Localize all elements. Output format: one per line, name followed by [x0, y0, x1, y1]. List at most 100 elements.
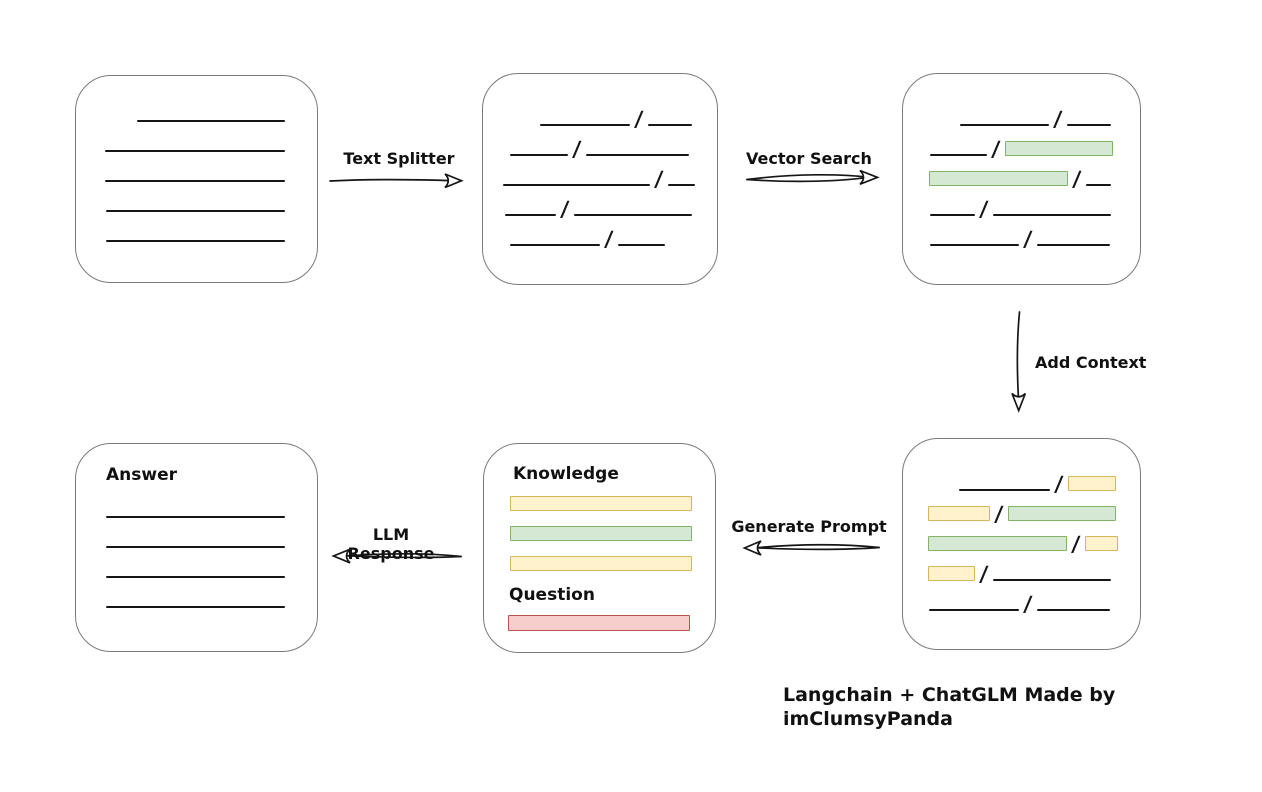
chunk-row: / [483, 126, 717, 161]
knowledge-bar-green [510, 526, 692, 541]
chunk-row: / [903, 126, 1140, 161]
prompt-node: Knowledge Question [483, 443, 716, 653]
slash-separator: / [978, 197, 989, 221]
text-line [510, 154, 568, 156]
chunk-rows: / / / / / [483, 96, 717, 251]
text-line [930, 154, 987, 156]
slash-separator: / [1053, 472, 1064, 496]
chunk-row: / [903, 156, 1140, 191]
chunk-row: / [903, 581, 1140, 616]
text-row [76, 548, 317, 578]
text-row [76, 578, 317, 608]
highlight-context-chunk [1084, 536, 1118, 551]
text-line [1066, 124, 1111, 126]
vector-matched-chunks-node: / / / / / [902, 73, 1141, 285]
text-line [959, 489, 1050, 491]
text-row [76, 488, 317, 518]
vector-search-arrow [746, 169, 880, 185]
text-line [992, 579, 1111, 581]
text-line [1036, 244, 1110, 246]
slash-separator: / [978, 562, 989, 586]
text-splitter-label: Text Splitter [343, 149, 455, 168]
split-chunks-node: / / / / / [482, 73, 718, 285]
chunk-rows: / / / / / [903, 96, 1140, 251]
text-line [106, 516, 285, 518]
knowledge-label: Knowledge [513, 464, 619, 484]
knowledge-bar-yellow [510, 556, 692, 571]
question-label: Question [509, 585, 595, 605]
chunk-row: / [903, 551, 1140, 586]
slash-separator: / [571, 137, 582, 161]
text-line [540, 124, 630, 126]
text-line [960, 124, 1049, 126]
highlight-matched-chunk [928, 536, 1067, 551]
text-row [76, 92, 317, 122]
highlight-context-chunk [928, 566, 975, 581]
text-line [106, 606, 285, 608]
slash-separator: / [1052, 107, 1063, 131]
answer-label: Answer [106, 465, 177, 485]
chunk-row: / [903, 96, 1140, 131]
text-splitter-arrow [329, 173, 464, 189]
text-line [573, 214, 692, 216]
text-line [106, 240, 285, 242]
text-line [1036, 609, 1110, 611]
text-line [667, 184, 695, 186]
chunk-row: / [903, 216, 1140, 251]
slash-separator: / [1070, 532, 1081, 556]
slash-separator: / [1022, 592, 1033, 616]
text-line [505, 214, 556, 216]
generate-prompt-label: Generate Prompt [731, 517, 887, 536]
text-line [106, 576, 285, 578]
highlight-context-chunk [1067, 476, 1116, 491]
slash-separator: / [633, 107, 644, 131]
text-line [992, 214, 1111, 216]
text-line [105, 180, 285, 182]
slash-separator: / [993, 502, 1004, 526]
text-row [76, 212, 317, 242]
text-row [76, 122, 317, 152]
text-line [585, 154, 689, 156]
question-bars [508, 615, 690, 646]
chunk-row: / [903, 461, 1140, 496]
highlight-matched-chunk [1004, 141, 1113, 156]
slash-separator: / [1071, 167, 1082, 191]
answer-lines [76, 488, 317, 608]
chunk-row: / [903, 521, 1140, 556]
slash-separator: / [653, 167, 664, 191]
text-line [617, 244, 665, 246]
text-line [137, 120, 285, 122]
highlight-matched-chunk [929, 171, 1068, 186]
highlight-context-chunk [928, 506, 990, 521]
text-line [503, 184, 650, 186]
document-lines [76, 92, 317, 242]
generate-prompt-arrow [742, 540, 880, 556]
chunk-row: / [903, 491, 1140, 526]
text-line [930, 214, 975, 216]
slash-separator: / [1022, 227, 1033, 251]
document-node [75, 75, 318, 283]
question-bar-red [508, 615, 690, 631]
chunk-row: / [483, 156, 717, 191]
slash-separator: / [603, 227, 614, 251]
text-line [106, 546, 285, 548]
text-line [929, 609, 1019, 611]
chunk-row: / [903, 186, 1140, 221]
text-line [106, 210, 285, 212]
add-context-label: Add Context [1035, 353, 1147, 372]
text-line [1085, 184, 1111, 186]
chunk-row: / [483, 216, 717, 251]
text-line [930, 244, 1019, 246]
chunk-row: / [483, 186, 717, 221]
slash-separator: / [559, 197, 570, 221]
text-line [105, 150, 285, 152]
answer-node: Answer [75, 443, 318, 652]
chunk-rows: / / / / / [903, 461, 1140, 616]
knowledge-bar-yellow [510, 496, 692, 511]
add-context-arrow [1011, 311, 1027, 413]
caption-text: Langchain + ChatGLM Made by imClumsyPand… [783, 684, 1116, 730]
text-row [76, 182, 317, 212]
llm-response-label: LLM Response [347, 525, 435, 563]
slash-separator: / [990, 137, 1001, 161]
